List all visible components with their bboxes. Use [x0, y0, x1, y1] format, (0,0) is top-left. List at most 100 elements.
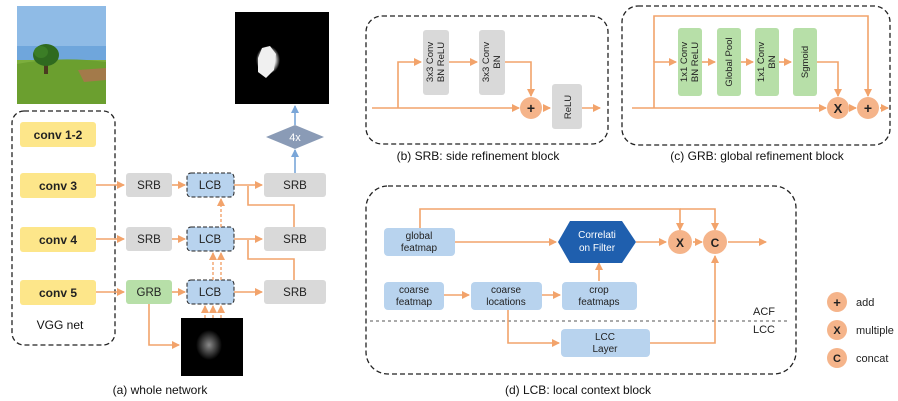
lcb-crop-line1: crop: [589, 285, 609, 296]
lcb-block-3: [186, 172, 235, 198]
conv12-label: conv 1-2: [34, 128, 83, 142]
srb-out-label-4: SRB: [283, 234, 307, 246]
conv3-label: conv 3: [39, 179, 77, 193]
legend-concat-label: concat: [856, 353, 888, 365]
conv5-block: [20, 280, 96, 305]
srb-out-block-5: [264, 280, 326, 304]
lcb-lcc-to-concat: [650, 255, 719, 344]
lcb-coarse-loc-line1: coarse: [491, 285, 521, 296]
lcb-block-4: [186, 226, 235, 252]
grb-container: [621, 5, 891, 146]
grb-block: [126, 280, 172, 304]
lcb-locations-to-lcc: [507, 308, 560, 347]
lcb-container: [365, 185, 797, 375]
lcb-coarse-loc-line2: locations: [486, 297, 525, 308]
caption-c: (c) GRB: global refinement block: [670, 149, 844, 163]
lcb-coarse-locations-block: [471, 282, 542, 310]
srb-conv1-block: [423, 30, 449, 95]
srb-conv1-line1: 3x3 Conv: [425, 42, 436, 82]
srb-out-block-4: [264, 227, 326, 251]
lcb-lcc-layer-block: [561, 329, 650, 357]
lcc-label: LCC: [753, 324, 775, 336]
lcb-correlation-filter: [558, 221, 636, 263]
legend-concat-symbol: C: [833, 353, 841, 365]
coarse-saliency-image: [181, 318, 243, 376]
lcb-concat-symbol: C: [711, 236, 720, 250]
grb-conv2-block: [755, 28, 779, 96]
grb-label: GRB: [137, 287, 162, 299]
legend-add-symbol: +: [833, 295, 841, 310]
srb-out-label-3: SRB: [283, 180, 307, 192]
lcb-global-to-concat: [680, 208, 719, 231]
lcb-label-5: LCB: [199, 287, 222, 299]
grb-conv1-line2: BN ReLU: [690, 42, 701, 82]
output-saliency-image: [235, 12, 329, 104]
lcb-global-to-mult: [419, 208, 684, 231]
srb-branch-in: [397, 58, 422, 108]
legend-add-icon: [827, 292, 847, 312]
lcb-global-featmap-block: [384, 228, 455, 256]
grb-mult-node: [827, 97, 849, 119]
grb-branch-in: [653, 58, 677, 108]
input-image: [17, 6, 106, 104]
lcb-coarse-feat-line2: featmap: [396, 297, 433, 308]
grb-conv2-line2: BN: [767, 55, 778, 68]
srb-conv2-line1: 3x3 Conv: [481, 42, 492, 82]
lcb-mult-symbol: X: [676, 236, 684, 250]
srb-block-4: [126, 227, 172, 251]
grb-sigmoid-label: Sgmoid: [800, 46, 811, 78]
lcb-label-4: LCB: [199, 234, 222, 246]
srb-plus-node: [520, 97, 542, 119]
lcb-crop-featmaps-block: [562, 282, 637, 310]
lcb-lcc-line2: Layer: [592, 344, 618, 355]
legend-multiple-label: multiple: [856, 325, 894, 337]
lcb-mult-node: [668, 230, 692, 254]
vgg-container: [11, 110, 116, 346]
conv4-block: [20, 227, 96, 252]
vgg-label: VGG net: [37, 318, 84, 332]
srb-out-block-3: [264, 173, 326, 197]
srb-conv2-line2: BN: [492, 55, 503, 68]
legend-multiple-symbol: X: [833, 325, 841, 337]
arrow-grb-coarse: [148, 304, 180, 349]
upsample-label: 4x: [289, 132, 301, 144]
lcb-lcc-line1: LCC: [595, 332, 615, 343]
acf-label: ACF: [753, 306, 775, 318]
lcb-concat-node: [703, 230, 727, 254]
conv12-block: [20, 122, 96, 147]
grb-mult-symbol: X: [834, 101, 843, 116]
legend-concat-icon: [827, 348, 847, 368]
grb-plus-node: [857, 97, 879, 119]
srb-relu-block: [552, 84, 582, 129]
grb-sigmoid-mult: [817, 61, 842, 97]
srb-conv1-line2: BN ReLU: [436, 42, 447, 82]
srb-relu-label: ReLU: [563, 95, 574, 119]
srb-plus-symbol: +: [527, 100, 535, 116]
grb-conv1-line1: 1x1 Conv: [679, 42, 690, 82]
lcb-block-5: [186, 279, 235, 305]
srb-block-3: [126, 173, 172, 197]
grb-sigmoid-block: [793, 28, 817, 96]
grb-skip-line: [653, 15, 872, 97]
srb-out-label-5: SRB: [283, 287, 307, 299]
arrow-srb4-to-level3: [247, 186, 295, 227]
lcb-coarse-featmap-block: [384, 282, 444, 310]
caption-b: (b) SRB: side refinement block: [397, 149, 561, 163]
lcb-crop-line2: featmaps: [578, 297, 619, 308]
arrow-srb5-to-level4: [247, 240, 295, 280]
lcb-global-line2: featmap: [401, 243, 438, 254]
legend-multiple-icon: [827, 320, 847, 340]
grb-conv1-block: [678, 28, 702, 96]
grb-conv2-line1: 1x1 Conv: [756, 42, 767, 82]
srb-conv2-block: [479, 30, 505, 95]
conv5-label: conv 5: [39, 286, 77, 300]
conv4-label: conv 4: [39, 233, 77, 247]
lcb-corr-line2: on Filter: [579, 243, 616, 254]
grb-pool-block: [717, 28, 741, 96]
lcb-corr-line1: Correlati: [578, 230, 616, 241]
srb-label-3: SRB: [137, 180, 161, 192]
grb-pool-label: Global Pool: [724, 37, 735, 86]
caption-a: (a) whole network: [113, 383, 209, 397]
srb-label-4: SRB: [137, 234, 161, 246]
